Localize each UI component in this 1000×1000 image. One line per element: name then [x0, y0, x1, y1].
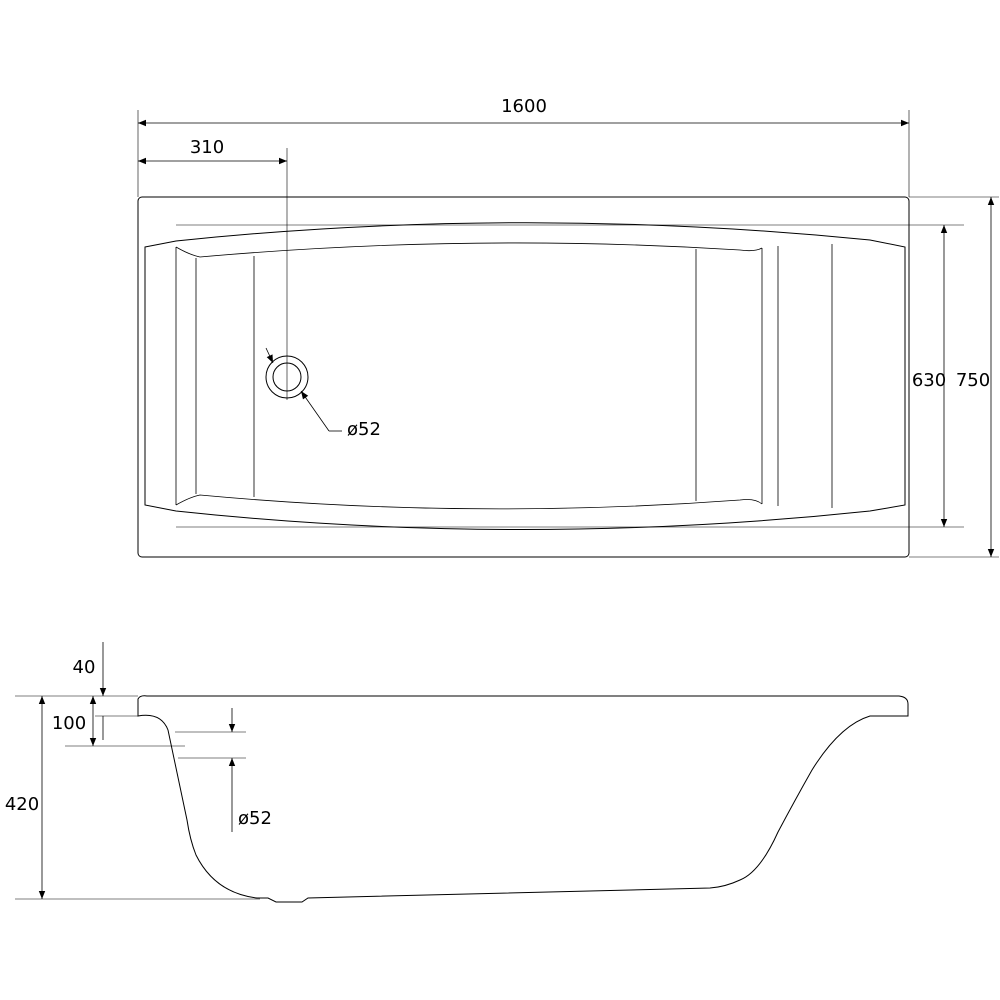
drain-leader-arrow-top: [265, 347, 274, 364]
dim-length-label: 1600: [501, 96, 547, 117]
dim-drain-diameter-side-label: ø52: [238, 808, 272, 829]
dim-rim-thickness-label: 40: [73, 657, 96, 678]
tub-side-profile: [137, 695, 909, 903]
basin-floor-bottom-curve: [175, 494, 763, 510]
side-view: 40 100 420 ø52: [5, 642, 909, 903]
dim-inner-width-label: 630: [912, 370, 946, 391]
dim-drain-diameter-top-label: ø52: [347, 419, 381, 440]
drain-leader-line: [300, 390, 330, 432]
top-view: 1600 310 ø52 630 750: [137, 96, 999, 558]
dim-drain-offset-label: 310: [190, 137, 224, 158]
tub-outer-rim: [137, 196, 910, 558]
tub-basin-outline: [144, 222, 906, 530]
dim-overflow-depth-label: 100: [52, 713, 86, 734]
dim-height-label: 420: [5, 794, 39, 815]
dim-outer-width-label: 750: [956, 370, 990, 391]
basin-floor-top-curve: [175, 242, 763, 258]
